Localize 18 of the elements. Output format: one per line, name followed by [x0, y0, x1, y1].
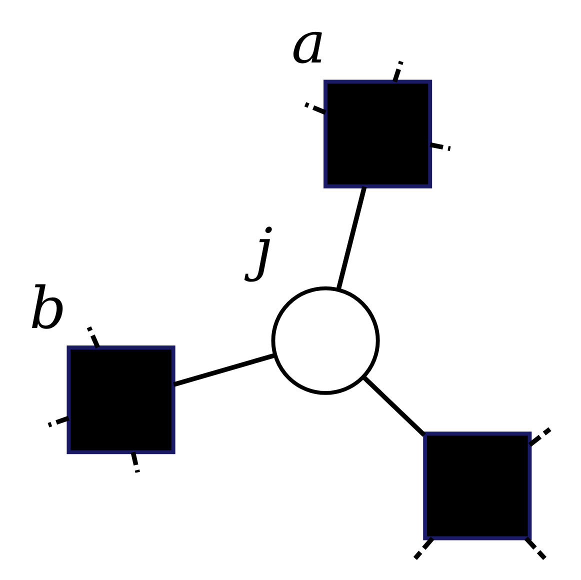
node-label: b [28, 275, 66, 342]
node-box [66, 346, 175, 454]
connector [392, 60, 403, 82]
connector [86, 326, 100, 348]
connector [528, 427, 551, 447]
connector [47, 416, 69, 428]
node-box [422, 432, 532, 540]
connector [336, 186, 366, 290]
connector [172, 352, 276, 387]
connector [304, 102, 326, 115]
connector [412, 536, 434, 560]
connector [130, 452, 140, 473]
node-box [323, 80, 432, 188]
connector [362, 376, 426, 437]
connector [429, 142, 450, 152]
connector [524, 536, 546, 560]
node-label: a [290, 9, 326, 76]
node-circle [270, 286, 380, 395]
